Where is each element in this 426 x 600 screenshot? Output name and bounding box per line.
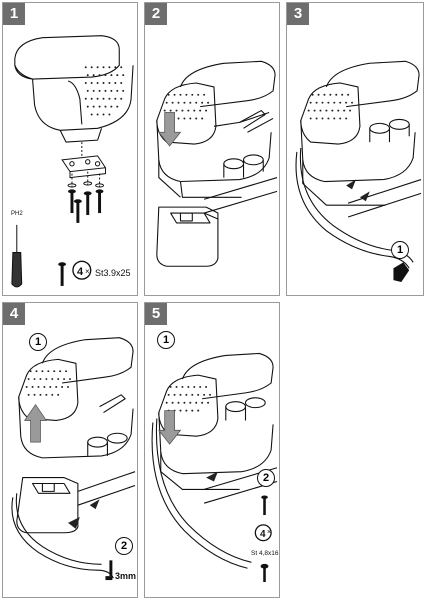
step-1-panel: 1 — [2, 2, 138, 296]
step-2-illustration — [156, 60, 278, 267]
step-5-screw-spec: St 4,8x16 — [251, 550, 279, 557]
tool-size-label: PH2 — [11, 211, 23, 217]
step-4-callout-bottom: 2 — [115, 537, 133, 555]
step-1-illustration — [11, 35, 134, 288]
step-5-callout-bottom: 2 — [257, 469, 275, 487]
step-2-number: 2 — [145, 3, 167, 25]
step-1-qty-mark: × — [85, 267, 90, 276]
step-5-illustration — [151, 352, 278, 583]
step-5-callout-top: 1 — [157, 331, 175, 349]
step-3-panel: 3 — [286, 2, 424, 296]
screw-spec-label: St3.9x25 — [95, 268, 131, 278]
step-2-panel: 2 — [144, 2, 280, 296]
step-4-panel: 4 — [2, 302, 138, 598]
step-4-number: 4 — [3, 303, 25, 325]
step-5-number: 5 — [145, 303, 167, 325]
step-1-number: 1 — [3, 3, 25, 25]
step-3-callout: 1 — [391, 241, 409, 259]
step-3-number: 3 — [287, 3, 309, 25]
step-4-callout-top: 1 — [29, 333, 47, 351]
step-5-qty-mark: × — [267, 529, 272, 536]
step-4-illustration — [11, 337, 136, 581]
step-5-panel: 5 — [144, 302, 280, 598]
drill-size-label: 3mm — [115, 571, 137, 581]
step-5-qty-number: 4 — [260, 529, 266, 540]
step-1-qty-number: 4 — [77, 266, 84, 278]
